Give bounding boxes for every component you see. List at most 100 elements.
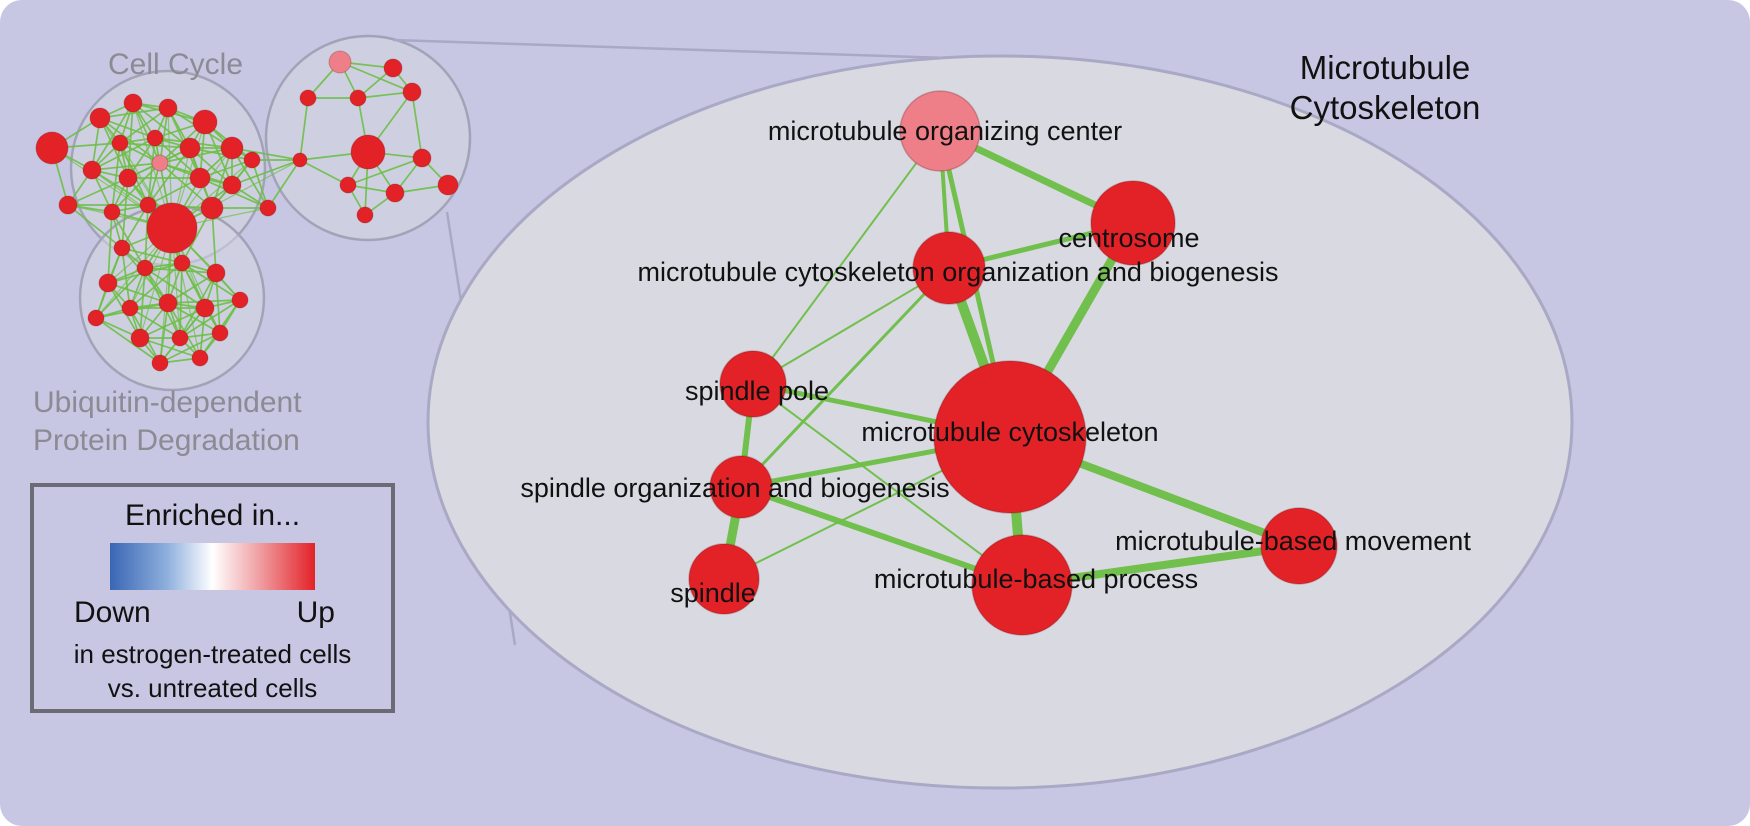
mini-network-edge: [111, 142, 121, 213]
mini-network-node[interactable]: [349, 89, 367, 107]
node-centrosome[interactable]: [1090, 180, 1176, 266]
mini-network-node[interactable]: [243, 151, 261, 169]
mini-network-node[interactable]: [130, 328, 150, 348]
mini-network-node[interactable]: [158, 98, 178, 118]
mini-network-node[interactable]: [299, 89, 317, 107]
node-label-microtubule-cytoskeleton: microtubule cytoskeleton: [861, 417, 1158, 447]
mini-network-edge: [91, 102, 134, 171]
mini-network-node[interactable]: [103, 203, 121, 221]
heading-line2: Cytoskeleton: [1289, 89, 1481, 127]
mini-network-node[interactable]: [189, 167, 211, 189]
mini-network-edge: [231, 159, 301, 186]
node-microtubule-cytoskeleton-organization-and-biogenesis[interactable]: [912, 231, 986, 305]
mini-network-node[interactable]: [146, 129, 164, 147]
heading-microtubule-cytoskeleton: Microtubule Cytoskeleton: [1265, 48, 1505, 129]
mini-network-node[interactable]: [98, 273, 118, 293]
mini-network-node[interactable]: [206, 263, 226, 283]
mini-network-edge: [144, 204, 149, 269]
node-spindle[interactable]: [688, 543, 760, 615]
mini-network-node[interactable]: [211, 324, 229, 342]
mini-network-edge: [215, 272, 221, 334]
mini-network-edge: [91, 162, 161, 171]
mini-network-node[interactable]: [220, 136, 244, 160]
mini-network-edge: [347, 157, 423, 186]
mini-network-node[interactable]: [158, 293, 178, 313]
edge-microtubule-cytoskeleton-organization-and-biogenesis--spindle-pole: [752, 267, 950, 385]
mini-network-node[interactable]: [200, 196, 224, 220]
mini-network-edge: [67, 204, 123, 249]
mini-network-edge: [167, 272, 217, 304]
mini-network-node[interactable]: [383, 58, 403, 78]
mini-network-node[interactable]: [328, 50, 352, 74]
mini-network-edge: [91, 169, 149, 206]
node-label-spindle-pole: spindle pole: [685, 376, 829, 406]
mini-network-node[interactable]: [437, 174, 459, 196]
mini-network-node[interactable]: [259, 199, 277, 217]
legend-up-label: Up: [296, 596, 335, 629]
mini-network-node[interactable]: [151, 154, 169, 172]
mini-network-edge: [167, 302, 201, 359]
mini-network-node[interactable]: [146, 202, 198, 254]
edge-microtubule-cytoskeleton-organization-and-biogenesis--spindle-organization-and-biogenesis: [739, 266, 951, 489]
mini-network-node[interactable]: [356, 206, 374, 224]
cluster-label-ubiquitin-line2: Protein Degradation: [33, 423, 300, 457]
mini-network-node[interactable]: [123, 93, 143, 113]
node-label-microtubule-cytoskeleton-organization-and-biogenesis: microtubule cytoskeleton organization an…: [638, 257, 1279, 287]
mini-network-edge: [121, 247, 183, 264]
mini-network-node[interactable]: [179, 137, 201, 159]
cluster-label-cell-cycle: Cell Cycle: [108, 48, 244, 81]
mini-network-node[interactable]: [111, 134, 129, 152]
mini-network-node[interactable]: [82, 160, 102, 180]
mini-network-node[interactable]: [192, 109, 218, 135]
mini-network-node[interactable]: [231, 291, 249, 309]
mini-network-node[interactable]: [292, 152, 308, 168]
mini-network-node[interactable]: [173, 254, 191, 272]
mini-network-node[interactable]: [191, 349, 209, 367]
mini-network-edge: [132, 102, 161, 164]
node-spindle-pole[interactable]: [719, 350, 787, 418]
mini-network-edge: [95, 317, 161, 364]
mini-network-node[interactable]: [58, 195, 78, 215]
mini-network-node[interactable]: [350, 134, 386, 170]
edge-spindle-pole--microtubule-based-process: [752, 383, 1023, 586]
mini-network-edge: [139, 337, 201, 359]
node-microtubule-organizing-center[interactable]: [899, 90, 981, 172]
main-network-nodes: [688, 90, 1338, 636]
mini-network-node[interactable]: [121, 299, 139, 317]
heading-line1: Microtubule: [1299, 49, 1471, 86]
mini-network-node[interactable]: [385, 183, 405, 203]
node-microtubule-cytoskeleton[interactable]: [933, 360, 1087, 514]
mini-network-edge: [167, 302, 221, 334]
main-network-labels: microtubule organizing centercentrosomem…: [520, 116, 1471, 608]
node-label-spindle-organization-and-biogenesis: spindle organization and biogenesis: [520, 473, 949, 503]
mini-network-node[interactable]: [412, 148, 432, 168]
mini-network-edge: [119, 107, 169, 144]
mini-network-node[interactable]: [402, 82, 422, 102]
mini-network-edge: [231, 147, 301, 161]
mini-network-node[interactable]: [139, 196, 157, 214]
mini-network-edge: [189, 147, 253, 161]
mini-network-node[interactable]: [136, 259, 154, 277]
mini-network-node[interactable]: [87, 309, 105, 327]
mini-network-node[interactable]: [35, 131, 69, 165]
mini-network-edge: [159, 302, 169, 364]
mini-network-node[interactable]: [118, 168, 138, 188]
node-microtubule-based-movement[interactable]: [1260, 507, 1338, 585]
node-spindle-organization-and-biogenesis[interactable]: [709, 455, 773, 519]
mini-network-edge: [179, 299, 241, 339]
zoom-callout-line-1: [392, 38, 1011, 62]
mini-network-node[interactable]: [339, 176, 357, 194]
node-label-centrosome: centrosome: [1058, 223, 1199, 253]
edge-microtubule-organizing-center--spindle-pole: [752, 130, 941, 385]
mini-network-node[interactable]: [151, 354, 169, 372]
node-microtubule-based-process[interactable]: [971, 534, 1073, 636]
mini-network-node[interactable]: [222, 175, 242, 195]
mini-network-edge: [299, 97, 309, 161]
mini-network-edge: [91, 137, 156, 171]
mini-network-node[interactable]: [113, 239, 131, 257]
mini-network-node[interactable]: [89, 107, 111, 129]
mini-network-node[interactable]: [195, 298, 215, 318]
mini-network-node[interactable]: [171, 329, 189, 347]
